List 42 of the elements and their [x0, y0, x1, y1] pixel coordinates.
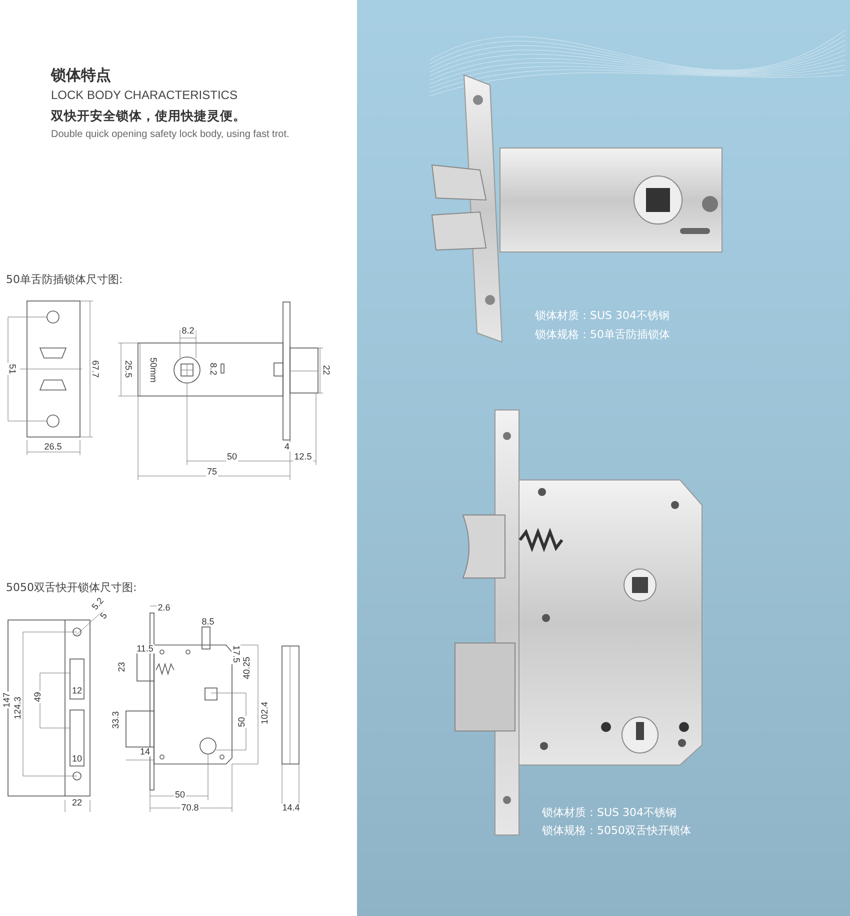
dimension-label: 8.5 — [200, 618, 216, 626]
spec-text: 锁体规格：50单舌防插锁体 — [535, 328, 670, 342]
dimension-label: 14 — [139, 748, 151, 756]
dimension-label: 8.2 — [180, 326, 196, 336]
dimension-label: 51 — [8, 363, 16, 375]
dimension-label: 12 — [71, 686, 83, 696]
dimension-label: 12.5 — [293, 452, 313, 462]
dimension-label: 22 — [322, 364, 330, 376]
dimension-label: 25.5 — [124, 359, 132, 379]
spec-text: 锁体材质：SUS 304不锈钢 — [542, 806, 677, 820]
feature-text: Double quick opening safety lock body, using fast trot. — [51, 129, 290, 140]
dimension-label: 5.2 — [90, 596, 106, 612]
dimension-label: 8.2 — [208, 362, 218, 376]
dimension-label: 75 — [206, 468, 218, 476]
dimension-label: 50 — [174, 790, 186, 800]
drawing-caption: 50单舌防插锁体尺寸图: — [6, 272, 123, 287]
dimension-label: 11.5 — [136, 644, 154, 654]
dimension-label: 22 — [71, 798, 83, 808]
dimension-label: 2.6 — [156, 604, 172, 612]
dimension-label: 17.5 — [232, 644, 240, 664]
section-heading: 锁体特点 — [51, 66, 111, 85]
dimension-label: 124.3 — [14, 696, 22, 720]
dimension-label: 49 — [34, 691, 42, 703]
feature-text: 双快开安全锁体，使用快捷灵便。 — [51, 108, 246, 125]
dimension-label: 67.7 — [90, 359, 100, 379]
dimension-label: 50 — [226, 452, 238, 462]
dimension-label: 40.25 — [242, 656, 252, 680]
subheading: LOCK BODY CHARACTERISTICS — [51, 88, 238, 102]
dimension-label: 147 — [2, 691, 12, 709]
dimension-label: 102.4 — [260, 700, 270, 726]
spec-text: 锁体材质：SUS 304不锈钢 — [535, 309, 670, 322]
dimension-label: 14.4 — [281, 804, 301, 812]
dimension-label: 50mm — [148, 356, 158, 384]
dimension-label: 23 — [118, 661, 126, 673]
dimension-label: 50 — [238, 716, 246, 728]
dimension-label: 26.5 — [43, 442, 63, 452]
drawing-caption: 5050双舌快开锁体尺寸图: — [6, 580, 137, 595]
dimension-label: 4 — [284, 442, 290, 452]
dimension-label: 33.3 — [112, 710, 120, 730]
spec-text: 锁体规格：5050双舌快开锁体 — [542, 824, 691, 838]
dimension-label: 70.8 — [180, 804, 200, 812]
dimension-label: 10 — [71, 754, 83, 764]
